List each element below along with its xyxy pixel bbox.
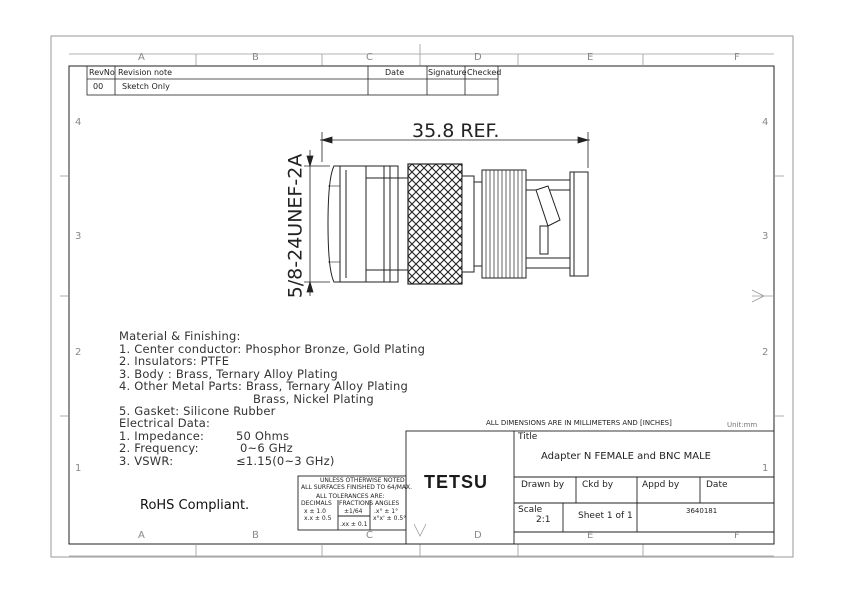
rohs-compliance: RoHS Compliant. <box>140 498 250 513</box>
zone-col-c-top: C <box>366 52 373 63</box>
tolerance-decimal-2: x.x ± 0.5 <box>304 515 332 522</box>
zone-row-2-left: 2 <box>75 347 82 358</box>
zone-col-d-bottom: D <box>474 530 482 541</box>
zone-col-f-top: F <box>734 52 740 63</box>
outer-frame <box>50 35 794 558</box>
units-label: Unit:mm <box>727 421 758 429</box>
electrical-value-2: 0~6 GHz <box>240 441 293 455</box>
zone-col-c-bottom: C <box>366 530 373 541</box>
zone-row-2-right: 2 <box>762 347 769 358</box>
note-item-4-cont: Brass, Nickel Plating <box>253 392 374 406</box>
tolerance-decimal-3: .xx ± 0.1 <box>340 521 368 528</box>
ckd-by-label: Ckd by <box>582 480 614 490</box>
zone-row-1-left: 1 <box>75 463 82 474</box>
zone-col-f-bottom: F <box>734 530 740 541</box>
date-label: Date <box>706 480 728 490</box>
tolerance-decimal-1: x ± 1.0 <box>304 508 326 515</box>
electrical-label-2: 2. Frequency: <box>119 441 199 455</box>
tolerance-header-fractions: FRACTIONS <box>339 500 374 507</box>
scale-label: Scale <box>518 505 543 515</box>
drawn-by-label: Drawn by <box>521 480 565 490</box>
zone-col-e-bottom: E <box>587 530 594 541</box>
revision-table-grid <box>86 65 499 96</box>
zone-row-4-right: 4 <box>762 117 769 128</box>
adapter-drawing <box>327 163 589 285</box>
zone-col-b-top: B <box>252 52 259 63</box>
tolerance-line-1: UNLESS OTHERWISE NOTED <box>320 477 405 484</box>
electrical-label-1: 1. Impedance: <box>119 429 205 443</box>
centring-mark-bottom <box>413 523 427 537</box>
tolerance-header-decimals: DECIMALS <box>301 500 332 507</box>
tolerance-angle-1: .x° ± 1° <box>374 508 399 515</box>
notes-heading: Material & Finishing: <box>119 329 241 343</box>
zone-col-a-bottom: A <box>138 530 145 541</box>
rev-header-date: Date <box>385 68 405 77</box>
drawing-title: Adapter N FEMALE and BNC MALE <box>541 451 711 462</box>
thread-dimension-lines <box>304 150 330 296</box>
rev-header-checked: Checked <box>467 68 502 77</box>
electrical-value-3: ≤1.15(0~3 GHz) <box>236 454 335 468</box>
note-item-3: 3. Body : Brass, Ternary Alloy Plating <box>119 367 338 381</box>
rev-header-note: Revision note <box>118 68 172 77</box>
note-item-2: 2. Insulators: PTFE <box>119 354 230 368</box>
note-item-1: 1. Center conductor: Phosphor Bronze, Go… <box>119 342 426 356</box>
title-block-grid <box>297 430 775 545</box>
zone-row-1-right: 1 <box>762 463 769 474</box>
zone-row-3-right: 3 <box>762 231 769 242</box>
rev-header-signature: Signature <box>428 68 467 77</box>
length-dimension-lines <box>320 132 590 168</box>
rev-row-note: Sketch Only <box>122 82 170 91</box>
note-item-4: 4. Other Metal Parts: Brass, Ternary All… <box>119 379 408 393</box>
zone-col-b-bottom: B <box>252 530 259 541</box>
zone-col-a-top: A <box>138 52 145 63</box>
drawing-number: 3640181 <box>686 507 718 515</box>
zone-row-3-left: 3 <box>75 231 82 242</box>
rev-row-revno: 00 <box>93 82 104 91</box>
company-logo: TETSU <box>424 472 489 492</box>
tolerance-line-3: ALL TOLERANCES ARE: <box>316 493 385 500</box>
thread-dimension-label: 5/8-24UNEF-2A <box>284 153 307 299</box>
rev-header-revno: RevNo <box>89 68 115 77</box>
centring-mark-right <box>751 289 765 303</box>
zone-col-d-top: D <box>474 52 482 63</box>
electrical-label-3: 3. VSWR: <box>119 454 174 468</box>
tolerance-angle-2: x°x' ± 0.5° <box>373 515 407 522</box>
electrical-heading: Electrical Data: <box>119 416 211 430</box>
zone-col-e-top: E <box>587 52 594 63</box>
units-note: ALL DIMENSIONS ARE IN MILLIMETERS AND [I… <box>486 419 672 427</box>
zone-ticks <box>60 44 784 557</box>
electrical-value-1: 50 Ohms <box>236 429 290 443</box>
appd-by-label: Appd by <box>642 480 680 490</box>
title-label: Title <box>518 432 538 442</box>
note-item-5: 5. Gasket: Silicone Rubber <box>119 404 276 418</box>
sheet-number: Sheet 1 of 1 <box>578 511 633 521</box>
tolerance-line-2: ALL SURFACES FINISHED TO 64/MAX. <box>301 484 413 491</box>
zone-row-4-left: 4 <box>75 117 82 128</box>
length-dimension-label: 35.8 REF. <box>412 120 500 142</box>
tolerance-header-angles: ANGLES <box>375 500 400 507</box>
scale-value: 2:1 <box>536 515 551 525</box>
tolerance-fractions: ±1/64 <box>344 508 363 515</box>
